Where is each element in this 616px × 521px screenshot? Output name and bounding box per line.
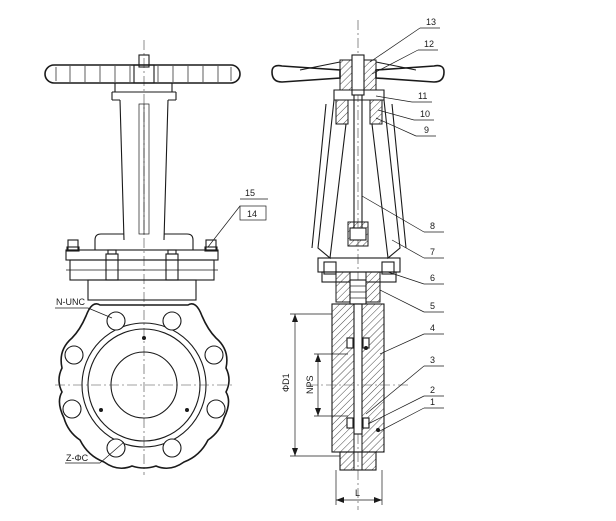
dim-l: L bbox=[355, 488, 360, 498]
part-number-7: 7 bbox=[430, 247, 435, 257]
handwheel-front bbox=[44, 64, 241, 84]
part-number-9: 9 bbox=[424, 125, 429, 135]
label-part-15: 15 bbox=[245, 188, 255, 198]
part-number-1: 1 bbox=[430, 397, 435, 407]
dim-d1: ΦD1 bbox=[281, 373, 291, 392]
handwheel-section bbox=[271, 54, 445, 96]
part-number-11: 11 bbox=[418, 91, 427, 101]
part-leaders bbox=[361, 27, 444, 433]
front-view: N-UNC Z-ΦC 15 14 bbox=[44, 40, 268, 475]
dim-nps: NPS bbox=[305, 375, 315, 394]
part-number-12: 12 bbox=[424, 39, 434, 49]
section-view: ΦD1 NPS L bbox=[271, 17, 445, 510]
label-n-unc: N-UNC bbox=[56, 297, 85, 307]
label-z-phi-c: Z-ΦC bbox=[66, 453, 89, 463]
label-part-14: 14 bbox=[247, 209, 257, 219]
part-number-13: 13 bbox=[426, 17, 436, 27]
part-number-10: 10 bbox=[420, 109, 430, 119]
body-front bbox=[55, 303, 233, 470]
part-number-8: 8 bbox=[430, 221, 435, 231]
body-section bbox=[308, 303, 410, 471]
part-number-4: 4 bbox=[430, 323, 435, 333]
yoke-section bbox=[311, 89, 407, 260]
part-number-3: 3 bbox=[430, 355, 435, 365]
bonnet-front bbox=[65, 239, 219, 301]
yoke-front bbox=[94, 83, 194, 250]
bonnet-section bbox=[317, 257, 401, 305]
part-number-5: 5 bbox=[430, 301, 435, 311]
part-number-6: 6 bbox=[430, 273, 435, 283]
dimension-lines bbox=[290, 313, 383, 505]
part-number-2: 2 bbox=[430, 385, 435, 395]
front-leaders bbox=[55, 198, 268, 464]
